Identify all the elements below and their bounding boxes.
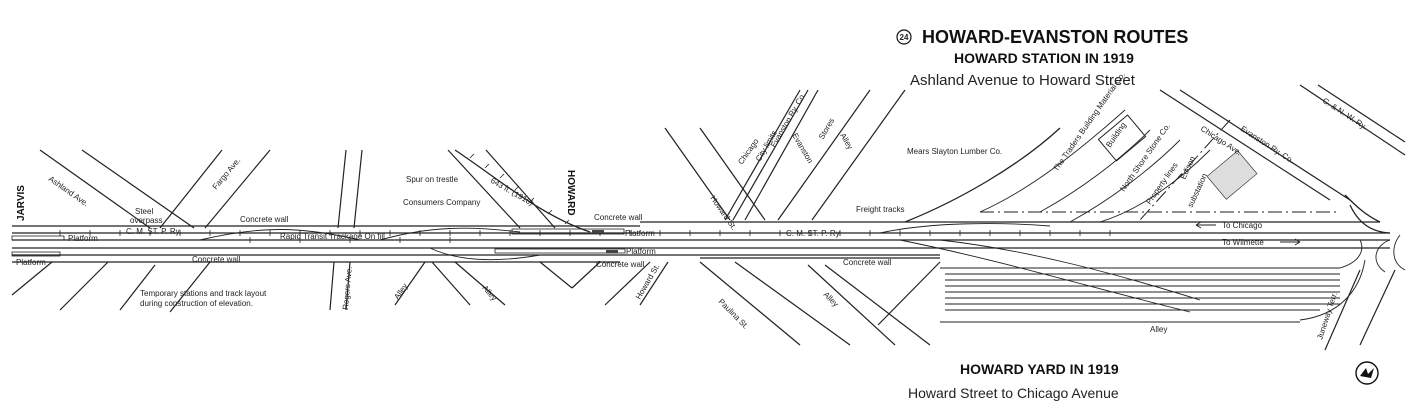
footer: HOWARD YARD IN 1919 Howard Street to Chi… [908, 361, 1379, 401]
logo-emblem-mark [1360, 368, 1374, 378]
temp-stations-label-1: Temporary stations and track layout [140, 289, 267, 298]
platform-label-2: Platform [16, 258, 46, 267]
concrete-wall-label-5: Concrete wall [843, 258, 892, 267]
concrete-wall-label-3: Concrete wall [594, 213, 643, 222]
steel-overpass-label-2: overpass [130, 216, 162, 225]
paulina-label: Paulina St. [717, 297, 751, 331]
edison-label-1: Edison [1179, 155, 1197, 181]
alley-label-3: Alley [838, 132, 854, 152]
yard-subtitle: HOWARD YARD IN 1919 [960, 361, 1119, 377]
edison-label-2: substation [1186, 172, 1210, 209]
map-subtitle: HOWARD STATION IN 1919 [954, 50, 1134, 66]
fargo-label: Fargo Ave. [211, 156, 243, 191]
mears-label: Mears Slayton Lumber Co. [907, 147, 1002, 156]
concrete-wall-label-2: Concrete wall [192, 255, 241, 264]
route-number-badge [896, 29, 912, 45]
to-chicago-label: To Chicago [1222, 221, 1263, 230]
howard-label: HOWARD [565, 170, 576, 216]
logo-emblem [1355, 361, 1379, 385]
rapid-transit-label: Rapid Transit Trackage On fill [280, 232, 385, 241]
header: 24 HOWARD-EVANSTON ROUTES HOWARD STATION… [896, 27, 1188, 89]
platform-label-4: Platform [626, 247, 656, 256]
stores-label: Stores [817, 116, 836, 141]
freight-tracks-label: Freight tracks [856, 205, 904, 214]
spur-label: Spur on trestle [406, 175, 459, 184]
alley-label-5: Alley [1150, 325, 1167, 334]
spur-length-label: 643 ft. (1916) [489, 176, 535, 208]
cmstp-west-label: C. M. ST. P. Ry. [126, 227, 181, 236]
evanston-label: Evanston [790, 132, 814, 165]
alley-label-2: Alley [480, 284, 498, 303]
alley-label-1: Alley [392, 282, 409, 301]
to-wilmette-arrow [1280, 238, 1301, 246]
main-tracks [11, 109, 1406, 323]
ashland-label: Ashland Ave. [47, 174, 90, 208]
map-title: HOWARD-EVANSTON ROUTES [922, 27, 1188, 47]
platform-label-1: Platform [68, 234, 98, 243]
rogers-label: Rogers Ave. [341, 266, 354, 310]
route-number: 24 [900, 33, 909, 42]
consumers-label: Consumers Company [403, 198, 480, 207]
map-labels: JARVIS Ashland Ave. Steel overpass Fargo… [16, 70, 1369, 340]
cmstp-east-label: C. M. ST. P. Ry. [786, 229, 841, 238]
to-chicago-arrow [1195, 221, 1216, 229]
concrete-wall-label-4: Concrete wall [596, 260, 645, 269]
map-range: Ashland Avenue to Howard Street [910, 72, 1136, 89]
concrete-wall-label-1: Concrete wall [240, 215, 289, 224]
howard-st-label-1: Howard St. [708, 194, 738, 232]
to-wilmette-label: To Wilmette [1222, 238, 1264, 247]
jarvis-label: JARVIS [16, 185, 27, 221]
temp-stations-label-2: during construction of elevation. [140, 299, 253, 308]
steel-overpass-label-1: Steel [135, 207, 153, 216]
yard-range: Howard Street to Chicago Avenue [908, 385, 1119, 401]
platform-label-3: Platform [625, 229, 655, 238]
street-lines [11, 84, 1406, 351]
